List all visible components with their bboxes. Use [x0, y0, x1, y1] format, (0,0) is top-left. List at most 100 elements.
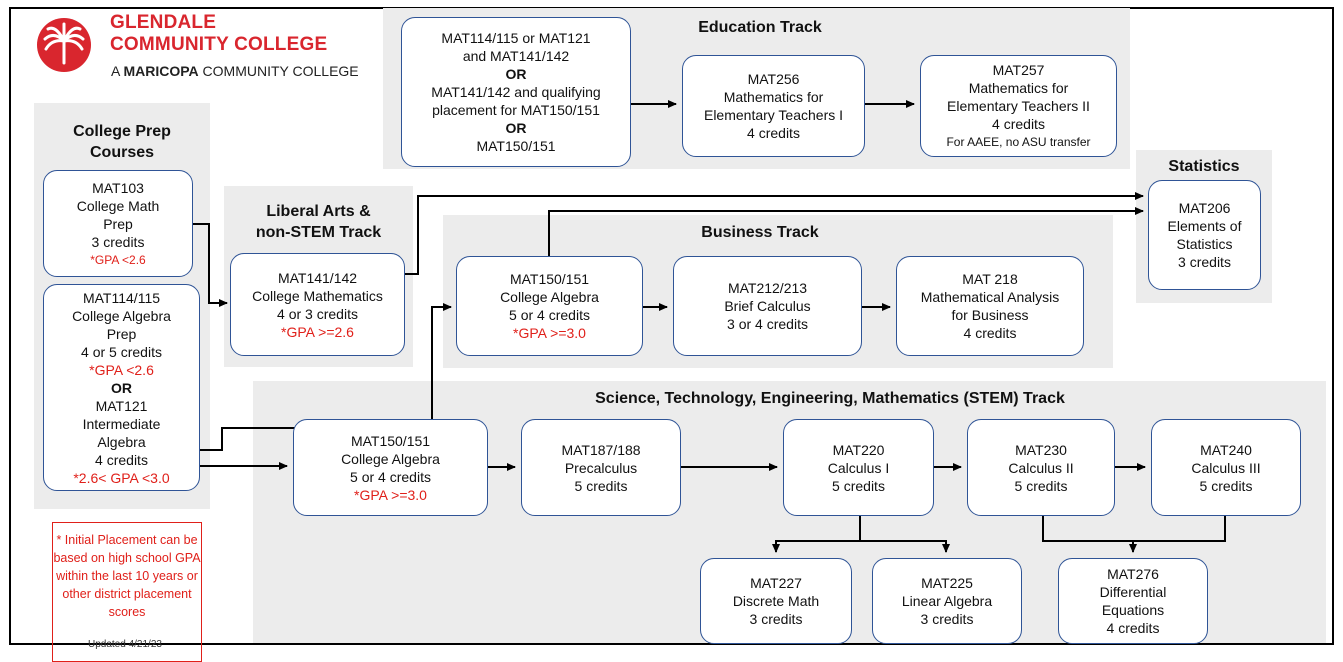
- course-code: MAT276: [1107, 566, 1159, 582]
- course-code: MAT240: [1200, 441, 1252, 458]
- course-code: MAT256: [747, 71, 800, 87]
- course-code: MAT150/151: [350, 432, 431, 449]
- course-code: MAT103: [92, 179, 144, 196]
- course-name: College Algebra: [500, 289, 599, 305]
- course-credits: 4 credits: [992, 116, 1045, 132]
- track-title-college-prep: College Prep Courses: [73, 123, 171, 161]
- course-code: MAT187/188: [561, 441, 641, 458]
- course-credits: 3 credits: [91, 233, 145, 250]
- course-name: College Math Prep: [76, 197, 160, 232]
- palm-logo-icon: [37, 18, 91, 72]
- course-box-mat276[interactable]: MAT276 Differential Equations 4 credits: [1058, 558, 1208, 644]
- course-box-mat227[interactable]: MAT227 Discrete Math 3 credits: [700, 558, 852, 644]
- prereq-line-1: MAT114/115 or MAT121: [441, 30, 591, 46]
- alt-course-credits: 4 credits: [95, 451, 148, 468]
- or-label: OR: [505, 120, 527, 136]
- course-code: MAT150/151: [509, 271, 590, 287]
- track-title-education: Education Track: [698, 19, 822, 36]
- course-box-mat141[interactable]: MAT141/142 College Mathematics 4 or 3 cr…: [230, 253, 405, 356]
- course-box-mat256[interactable]: MAT256 Mathematics for Elementary Teache…: [682, 55, 865, 157]
- arrow-mat230-to-mat276: [1042, 516, 1137, 553]
- course-name: Calculus I: [827, 459, 890, 476]
- course-name: Calculus II: [1008, 459, 1074, 476]
- college-name: GLENDALE COMMUNITY COLLEGE: [110, 12, 328, 55]
- course-credits: 4 or 3 credits: [277, 305, 358, 322]
- course-code: MAT220: [832, 441, 885, 458]
- course-box-mat257[interactable]: MAT257 Mathematics for Elementary Teache…: [920, 55, 1117, 157]
- course-box-mat212[interactable]: MAT212/213 Brief Calculus 3 or 4 credits: [673, 256, 862, 356]
- course-name: Brief Calculus: [724, 298, 811, 314]
- course-credits: 3 or 4 credits: [727, 316, 808, 332]
- placement-gpa: *GPA >=2.6: [281, 323, 354, 340]
- course-name: Mathematical Analysis for Business: [920, 289, 1060, 323]
- course-credits: 5 or 4 credits: [350, 468, 431, 485]
- course-box-mat150-stem[interactable]: MAT150/151 College Algebra 5 or 4 credit…: [293, 419, 488, 516]
- arrow-mat240-to-mat276: [1133, 516, 1226, 542]
- course-box-mat240[interactable]: MAT240 Calculus III 5 credits: [1151, 419, 1301, 516]
- course-box-mat206[interactable]: MAT206 Elements of Statistics 3 credits: [1148, 180, 1261, 290]
- course-name: Mathematics for Elementary Teachers II: [947, 80, 1090, 114]
- prereq-line-4: MAT150/151: [476, 138, 556, 154]
- course-credits: 3 credits: [920, 611, 974, 627]
- course-credits: 3 credits: [749, 611, 803, 627]
- course-code: MAT206: [1178, 200, 1231, 216]
- course-box-mat230[interactable]: MAT230 Calculus II 5 credits: [967, 419, 1115, 516]
- course-name: College Algebra Prep: [72, 307, 171, 342]
- course-code: MAT227: [750, 575, 802, 591]
- arrow-mat103-to-mat141: [192, 223, 228, 307]
- course-credits: 5 credits: [1199, 477, 1253, 494]
- course-code: MAT212/213: [727, 280, 808, 296]
- or-label: OR: [505, 66, 527, 82]
- course-code: MAT114/115: [82, 289, 161, 306]
- course-name: Elements of Statistics: [1167, 218, 1242, 252]
- track-title-business: Business Track: [701, 224, 819, 241]
- alt-course-code: MAT121: [95, 397, 148, 414]
- college-subtitle: A MARICOPA COMMUNITY COLLEGE: [111, 63, 359, 79]
- alt-placement-gpa: *2.6< GPA <3.0: [73, 469, 170, 486]
- arrow-mat141-to-mat206: [404, 192, 1144, 275]
- course-credits: 5 credits: [832, 477, 885, 494]
- course-credits: 4 credits: [747, 125, 800, 141]
- course-box-mat114-mat121[interactable]: MAT114/115 College Algebra Prep 4 or 5 c…: [43, 284, 200, 491]
- course-note: For AAEE, no ASU transfer: [946, 135, 1091, 149]
- course-credits: 3 credits: [1178, 254, 1231, 270]
- course-name: College Mathematics: [252, 287, 383, 304]
- course-credits: 4 credits: [963, 325, 1017, 341]
- course-name: Precalculus: [564, 459, 638, 476]
- or-label: OR: [111, 379, 132, 396]
- course-box-mat103[interactable]: MAT103 College Math Prep 3 credits *GPA …: [43, 170, 193, 277]
- course-name: Linear Algebra: [901, 593, 993, 609]
- course-credits: 5 credits: [1014, 477, 1068, 494]
- track-title-liberal-arts: Liberal Arts & non-STEM Track: [255, 203, 382, 241]
- prereq-line-3: MAT141/142 and qualifying placement for …: [431, 84, 601, 118]
- course-credits: 4 credits: [1106, 620, 1160, 636]
- course-name: Mathematics for Elementary Teachers I: [703, 89, 844, 123]
- course-box-mat220[interactable]: MAT220 Calculus I 5 credits: [783, 419, 934, 516]
- track-title-statistics: Statistics: [1168, 158, 1240, 175]
- updated-date: Updated 4/21/23: [88, 639, 162, 650]
- alt-course-name: Intermediate Algebra: [82, 415, 161, 450]
- course-box-mat225[interactable]: MAT225 Linear Algebra 3 credits: [872, 558, 1022, 644]
- placement-gpa: *GPA <2.6: [90, 252, 146, 267]
- course-box-education-prereq[interactable]: MAT114/115 or MAT121 and MAT141/142 OR M…: [401, 17, 631, 167]
- course-name: Differential Equations: [1099, 584, 1167, 618]
- placement-gpa: *GPA <2.6: [89, 361, 154, 378]
- course-box-mat150-business[interactable]: MAT150/151 College Algebra 5 or 4 credit…: [456, 256, 643, 356]
- course-name: Discrete Math: [732, 593, 820, 609]
- track-title-stem: Science, Technology, Engineering, Mathem…: [595, 390, 1065, 407]
- course-name: College Algebra: [341, 450, 440, 467]
- prereq-line-2: and MAT141/142: [462, 48, 570, 64]
- course-credits: 4 or 5 credits: [81, 343, 162, 360]
- course-box-mat218[interactable]: MAT 218 Mathematical Analysis for Busine…: [896, 256, 1084, 356]
- placement-gpa: *GPA >=3.0: [513, 325, 586, 341]
- course-credits: 5 credits: [574, 477, 628, 494]
- course-code: MAT230: [1015, 441, 1067, 458]
- placement-gpa: *GPA >=3.0: [354, 486, 427, 503]
- arrow-mat220-to-mat227: [772, 516, 861, 553]
- course-box-mat187[interactable]: MAT187/188 Precalculus 5 credits: [521, 419, 681, 516]
- course-name: Calculus III: [1191, 459, 1261, 476]
- course-code: MAT141/142: [277, 269, 358, 286]
- placement-footnote: * Initial Placement can be based on high…: [52, 522, 202, 662]
- course-code: MAT225: [921, 575, 973, 591]
- course-code: MAT 218: [962, 271, 1018, 287]
